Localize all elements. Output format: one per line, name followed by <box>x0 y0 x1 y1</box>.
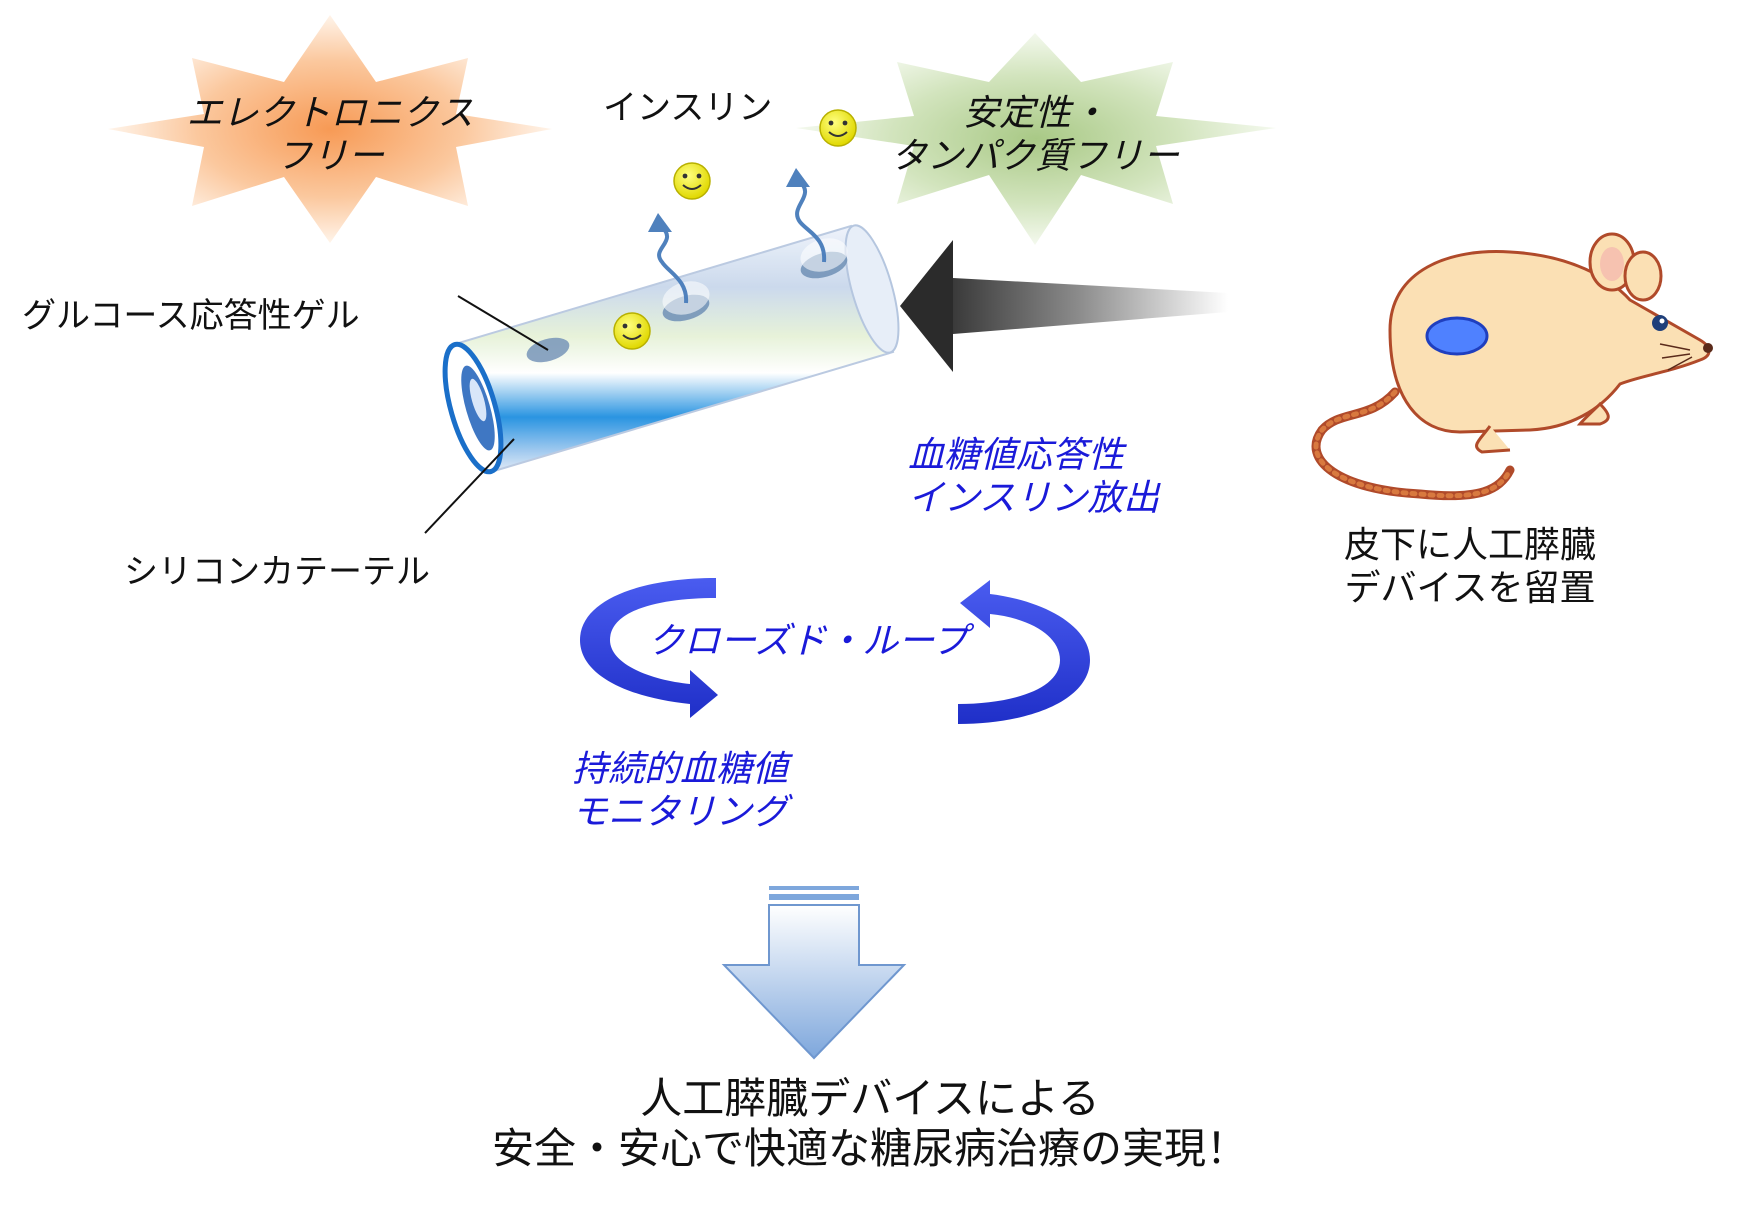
insulin-molecule <box>819 109 857 147</box>
result-down-arrow <box>721 886 907 1060</box>
gel-leader-line <box>457 295 549 351</box>
conclusion-text: 人工膵臓デバイスによる 安全・安心で快適な糖尿病治療の実現！ <box>220 1074 1520 1175</box>
conclusion-line1: 人工膵臓デバイスによる <box>640 1074 1100 1123</box>
conclusion-line2: 安全・安心で快適な糖尿病治療の実現！ <box>491 1124 1248 1174</box>
catheter-label: シリコンカテーテル <box>124 552 430 592</box>
closed-loop-arrows <box>580 578 1090 724</box>
implant-label: 皮下に人工膵臓 デバイスを留置 <box>1310 524 1630 610</box>
monitoring-label: 持続的血糖値 モニタリング <box>530 748 830 834</box>
protein-free-burst <box>796 33 1276 245</box>
insulin-release-arrows <box>657 178 827 304</box>
release-label: 血糖値応答性 インスリン放出 <box>908 434 1159 520</box>
implanted-device-marker <box>1425 316 1489 356</box>
gel-label: グルコース応答性ゲル <box>22 296 360 336</box>
electronics-free-line2: フリー <box>275 136 384 178</box>
protein-free-line2: タンパク質フリー <box>890 136 1179 178</box>
implant-pointer-arrow <box>900 240 1228 372</box>
monitoring-line2: モニタリング <box>571 792 788 834</box>
protein-free-label: 安定性・ タンパク質フリー <box>880 92 1190 178</box>
closed-loop-label: クローズド・ループ <box>648 621 969 662</box>
implant-line1: 皮下に人工膵臓 <box>1343 525 1596 566</box>
insulin-molecule <box>613 312 651 350</box>
mouse-illustration <box>1311 232 1713 501</box>
electronics-free-line1: エレクトロニクス <box>186 93 474 134</box>
silicone-catheter <box>442 224 900 475</box>
catheter-leader-line <box>424 438 515 534</box>
insulin-molecule <box>673 162 711 200</box>
monitoring-line1: 持続的血糖値 <box>571 749 788 790</box>
insulin-label: インスリン <box>603 88 773 128</box>
electronics-free-label: エレクトロニクス フリー <box>170 92 490 178</box>
electronics-free-burst <box>108 15 552 243</box>
release-line2: インスリン放出 <box>908 478 1160 520</box>
release-line1: 血糖値応答性 <box>908 435 1125 476</box>
implant-line2: デバイスを留置 <box>1344 568 1596 610</box>
protein-free-line1: 安定性・ <box>962 93 1107 134</box>
